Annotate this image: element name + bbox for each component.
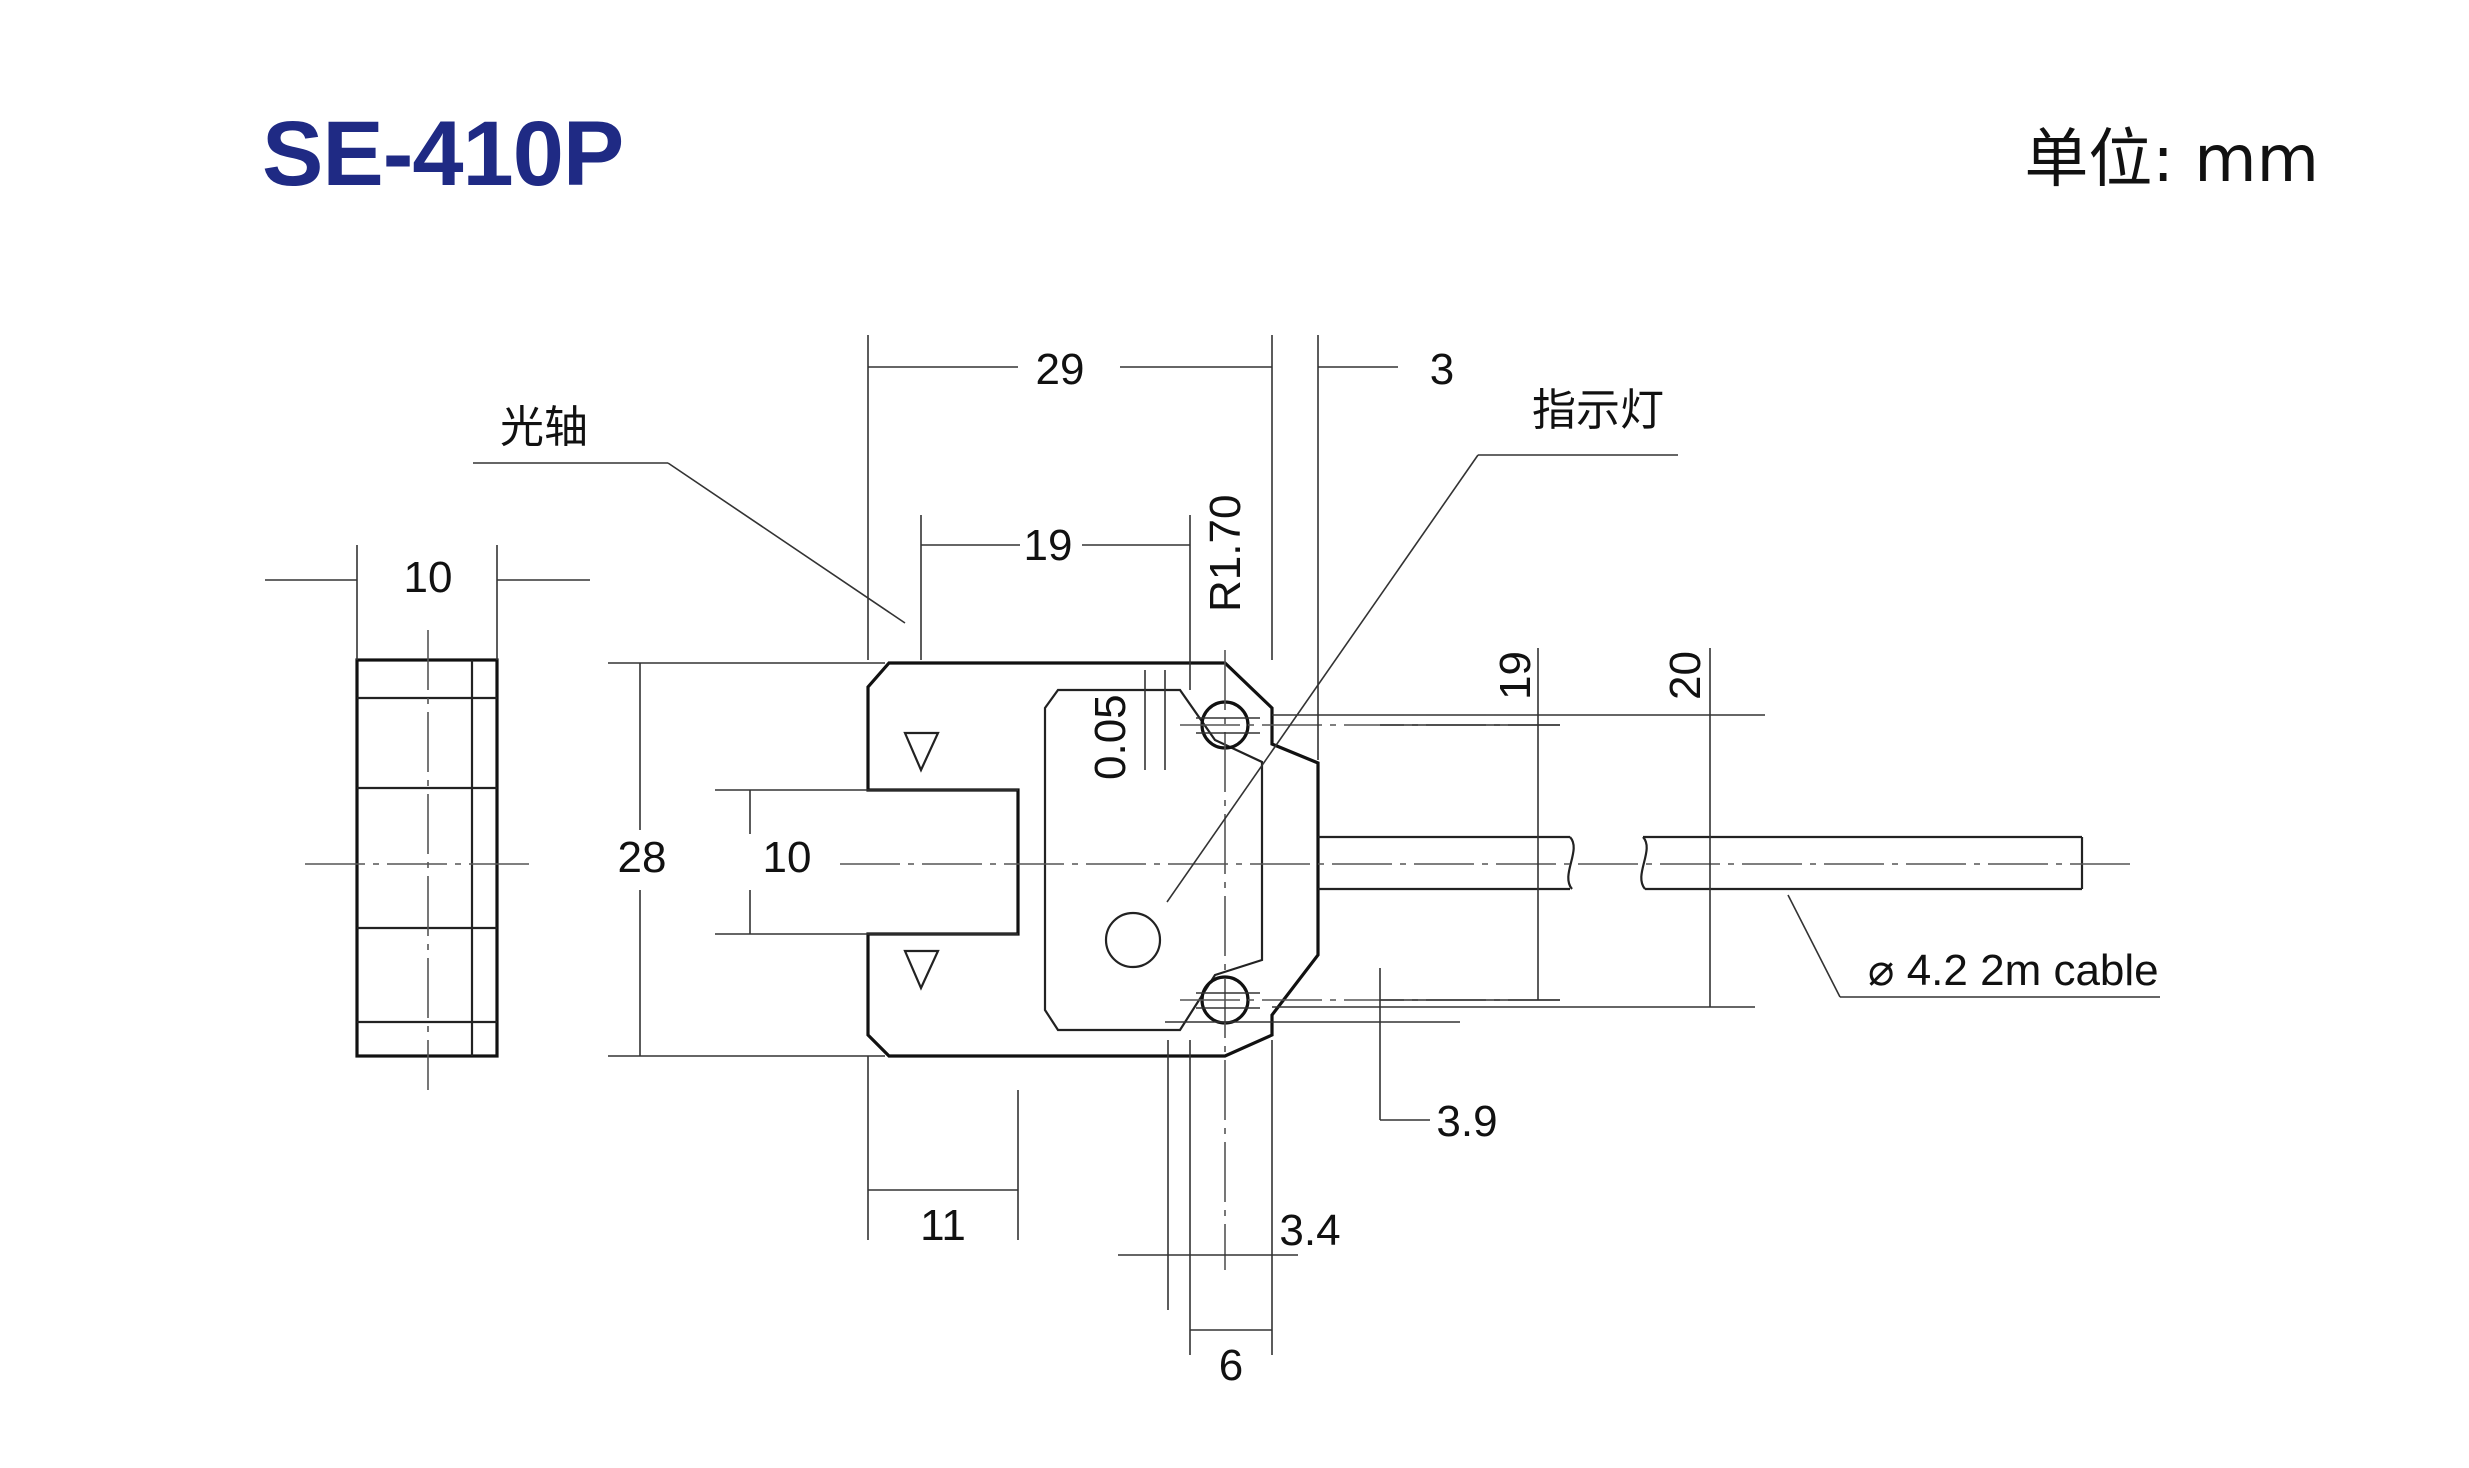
dim-radius: R1.70 <box>1201 495 1250 612</box>
unit-label: 单位: mm <box>2024 123 2319 197</box>
dim-hole-pitch: 19 <box>1491 651 1540 700</box>
front-view <box>840 650 2130 1270</box>
dimension-lines: 29 3 19 R1.70 28 10 0.05 19 <box>608 335 1765 1390</box>
model-title: SE-410P <box>262 103 624 205</box>
dim-upper-width: 19 <box>1024 521 1073 570</box>
callouts: 光轴 指示灯 ⌀ 4.2 2m cable <box>473 386 2160 998</box>
callout-optical-axis: 光轴 <box>500 403 588 452</box>
dim-top-width: 29 <box>1036 345 1085 394</box>
callout-cable: ⌀ 4.2 2m cable <box>1868 946 2159 995</box>
dim-slot-width: 10 <box>763 833 812 882</box>
dim-height: 28 <box>618 833 667 882</box>
optical-marker-bottom <box>903 949 940 991</box>
indicator-light <box>1104 911 1162 969</box>
dim-body-height: 20 <box>1661 651 1710 700</box>
side-view-body <box>355 658 499 1058</box>
dim-bottom-offset: 6 <box>1219 1341 1243 1390</box>
dim-hole-spacing: 3.4 <box>1279 1206 1340 1255</box>
dim-hole-offset: 3.9 <box>1436 1097 1497 1146</box>
dim-top-offset: 3 <box>1430 345 1454 394</box>
dim-side-width: 10 <box>404 553 453 602</box>
dim-bottom-width: 11 <box>920 1201 966 1250</box>
dim-gap: 0.05 <box>1086 694 1135 780</box>
side-view: 10 <box>265 545 590 1090</box>
optical-marker-top <box>903 731 940 773</box>
callout-indicator: 指示灯 <box>1532 386 1664 435</box>
